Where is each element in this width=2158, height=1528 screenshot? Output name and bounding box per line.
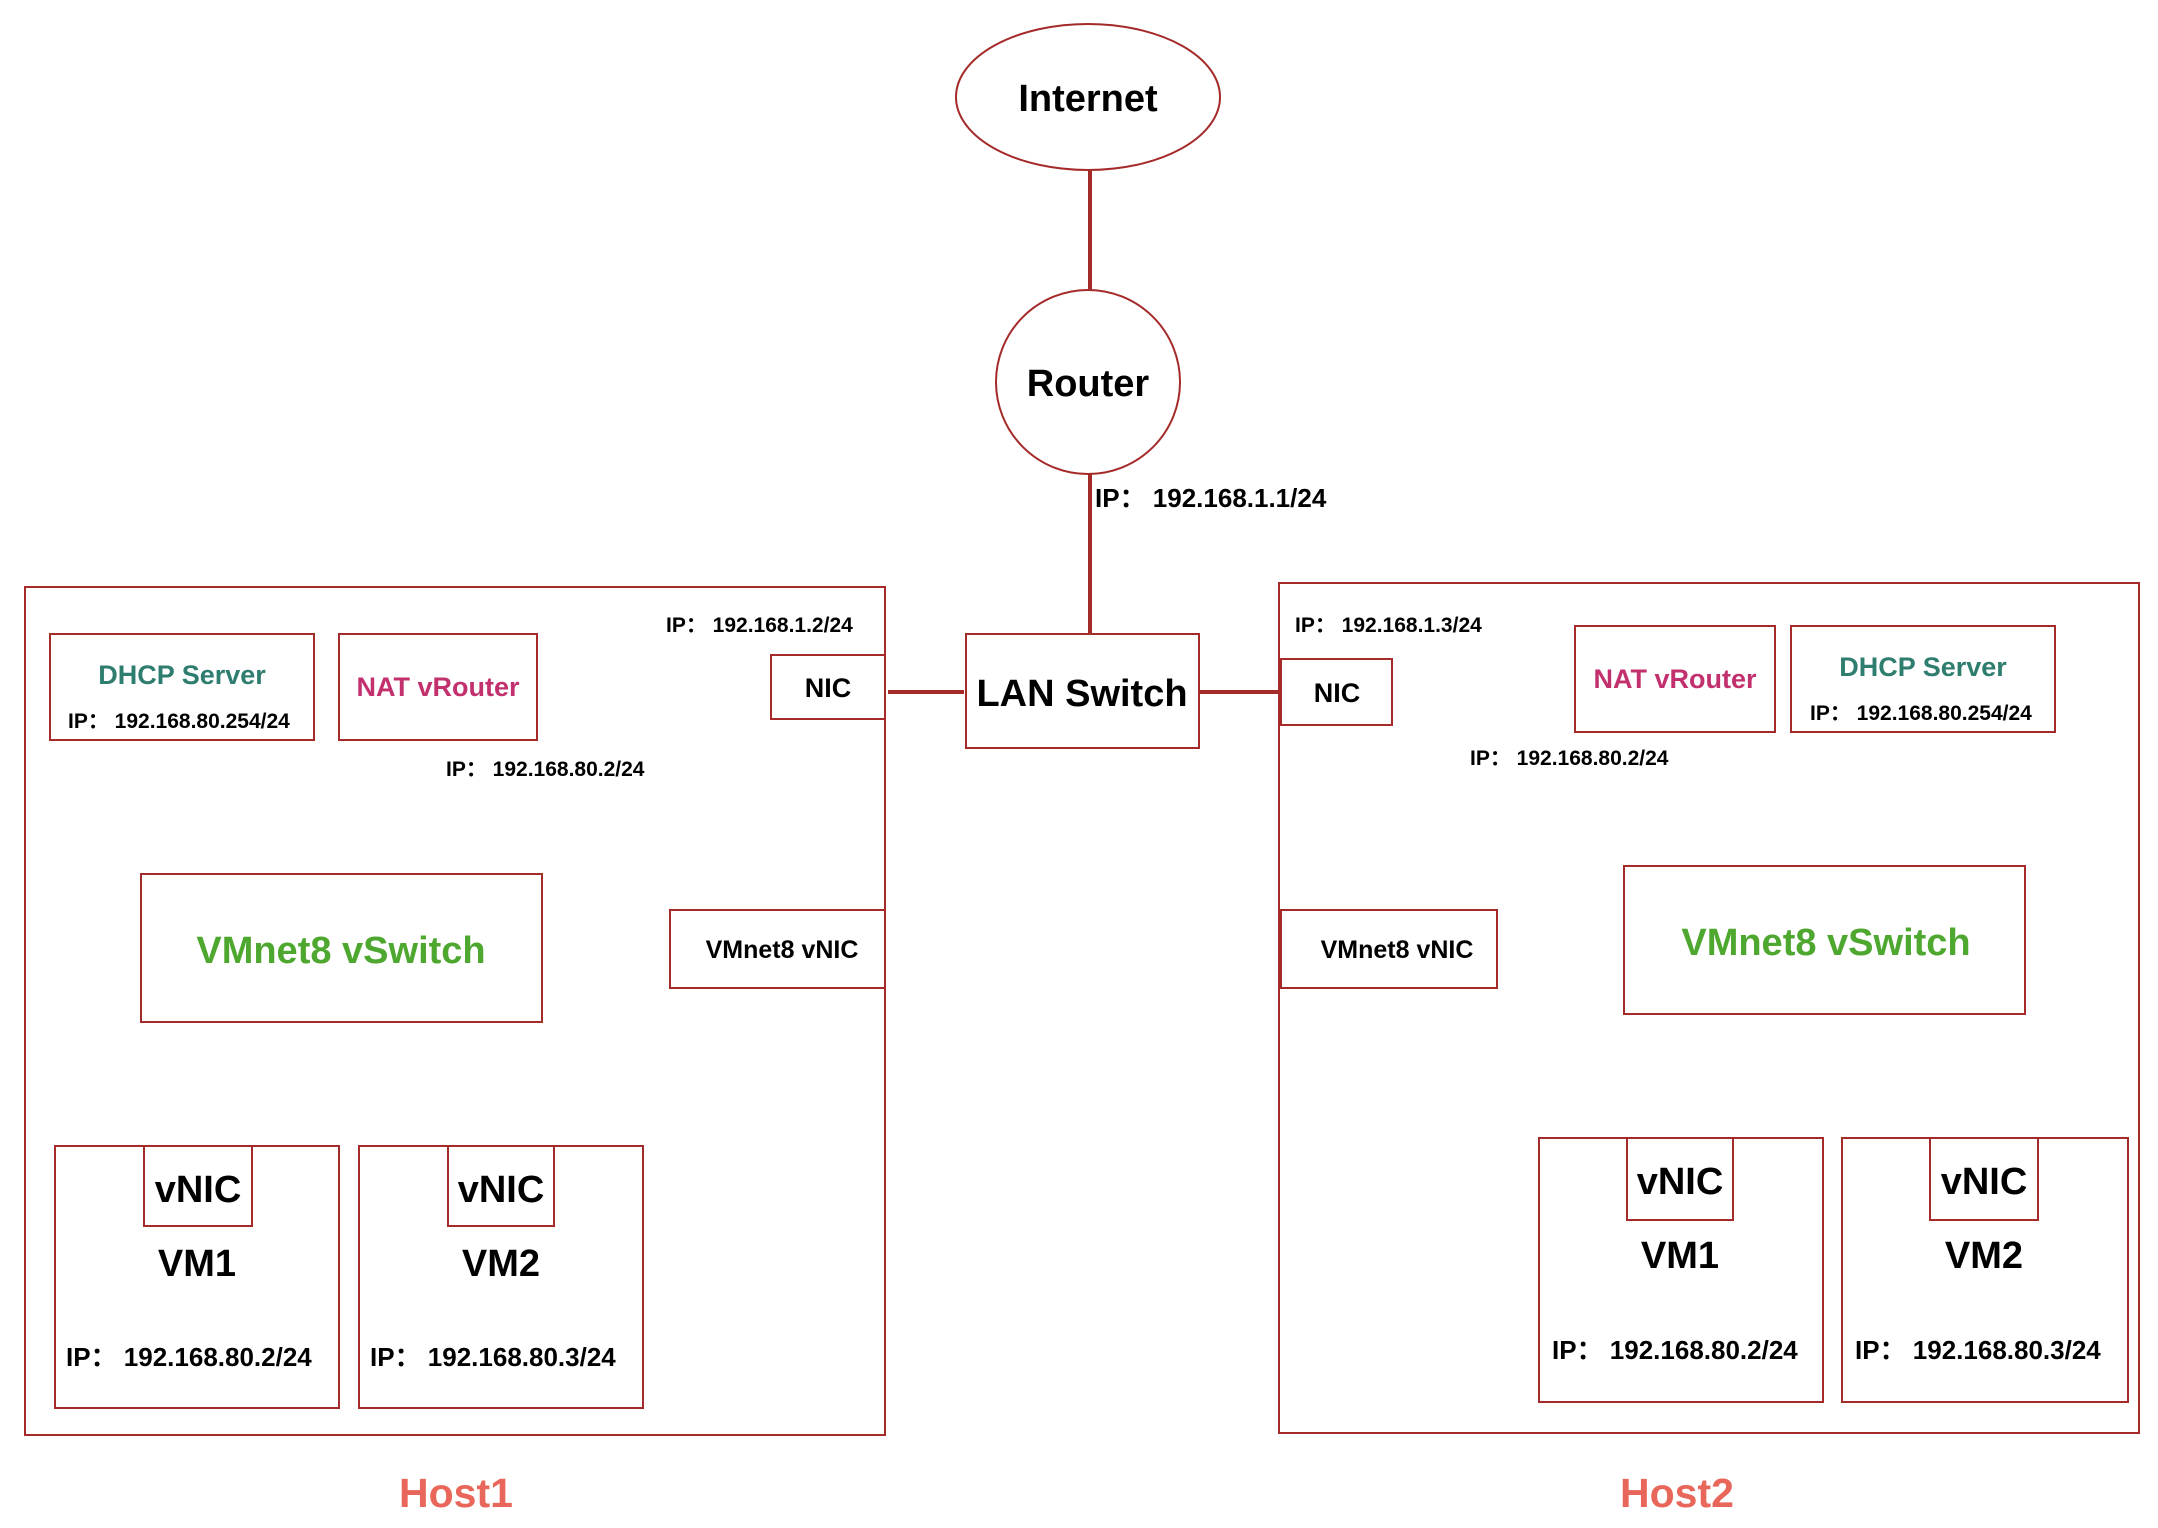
host2-vswitch-box <box>1623 865 2026 1015</box>
host1-vm2-ip: IP： 192.168.80.3/24 <box>370 1342 616 1372</box>
host2-vmnet8-vnic-label: VMnet8 vNIC <box>1321 936 1474 964</box>
host2-vm2-name: VM2 <box>1945 1235 2023 1277</box>
host1-dhcp-ip: IP： 192.168.80.254/24 <box>68 710 290 733</box>
host2-vm2-vnic-box <box>1929 1137 2039 1221</box>
host2-vm2-ip: IP： 192.168.80.3/24 <box>1855 1335 2101 1365</box>
internet-label: Internet <box>1018 78 1158 120</box>
host1-dhcp-box <box>49 633 315 741</box>
router-circle <box>995 289 1181 475</box>
host2-vm1: vNIC VM1 IP： 192.168.80.2/24 <box>1538 1137 1824 1403</box>
host2-dhcp-box <box>1790 625 2056 733</box>
host1-nat-label: NAT vRouter <box>356 672 519 702</box>
host2: IP： 192.168.1.3/24 NIC NAT vRouter IP： 1… <box>1280 614 2129 1516</box>
host1-dhcp-label: DHCP Server <box>98 660 266 690</box>
host2-nat-label: NAT vRouter <box>1593 664 1756 694</box>
host1-vm1-ip: IP： 192.168.80.2/24 <box>66 1342 312 1372</box>
host2-vswitch-label: VMnet8 vSwitch <box>1681 922 1970 964</box>
host2-vmnet8-vnic-box <box>1280 909 1498 989</box>
host1-vmnet8-vnic-box <box>669 909 886 989</box>
host2-vm2: vNIC VM2 IP： 192.168.80.3/24 <box>1841 1137 2129 1403</box>
host1: IP： 192.168.1.2/24 NIC DHCP Server IP： 1… <box>49 614 886 1516</box>
host1-nic-label: NIC <box>805 673 852 703</box>
host1-nat-ip: IP： 192.168.80.2/24 <box>446 758 645 781</box>
host1-label: Host1 <box>399 1470 513 1516</box>
host2-vm2-vnic-label: vNIC <box>1941 1161 2028 1203</box>
host2-nic-label: NIC <box>1314 678 1361 708</box>
host1-vmnet8-vnic-label: VMnet8 vNIC <box>706 936 859 964</box>
host1-nic-box <box>770 654 886 720</box>
host1-vm1: vNIC VM1 IP： 192.168.80.2/24 <box>54 1145 340 1409</box>
host1-nic-ip: IP： 192.168.1.2/24 <box>666 614 853 637</box>
host2-nat-ip: IP： 192.168.80.2/24 <box>1470 747 1669 770</box>
host2-nic-ip: IP： 192.168.1.3/24 <box>1295 614 1482 637</box>
host2-vm1-name: VM1 <box>1641 1235 1719 1277</box>
host1-nat-box <box>338 633 538 741</box>
host2-dhcp-ip: IP： 192.168.80.254/24 <box>1810 702 2032 725</box>
host2-label: Host2 <box>1620 1470 1734 1516</box>
lan-switch-node: LAN Switch <box>965 633 1200 749</box>
host2-nat-box <box>1574 625 1776 733</box>
host1-vm1-vnic-label: vNIC <box>155 1169 242 1211</box>
internet-ellipse <box>955 23 1221 171</box>
host1-vm2: vNIC VM2 IP： 192.168.80.3/24 <box>358 1145 644 1409</box>
host2-dhcp-label: DHCP Server <box>1839 652 2007 682</box>
internet-node: Internet <box>955 23 1221 171</box>
router-node: Router IP： 192.168.1.1/24 <box>995 289 1327 513</box>
lan-switch-label: LAN Switch <box>976 673 1187 715</box>
host1-vswitch-box <box>140 873 543 1023</box>
host1-vm2-vnic-label: vNIC <box>458 1169 545 1211</box>
router-label: Router <box>1027 363 1150 405</box>
host2-nic-box <box>1280 658 1393 726</box>
host2-vm1-vnic-box <box>1626 1137 1734 1221</box>
host1-vswitch-label: VMnet8 vSwitch <box>196 930 485 972</box>
lan-switch-box <box>965 633 1200 749</box>
host1-vm2-vnic-box <box>447 1145 555 1227</box>
host2-vm1-vnic-label: vNIC <box>1637 1161 1724 1203</box>
host1-vm1-name: VM1 <box>158 1243 236 1285</box>
router-ip: IP： 192.168.1.1/24 <box>1095 483 1327 513</box>
host1-vm2-name: VM2 <box>462 1243 540 1285</box>
host1-vm1-vnic-box <box>143 1145 253 1227</box>
host2-vm1-ip: IP： 192.168.80.2/24 <box>1552 1335 1798 1365</box>
